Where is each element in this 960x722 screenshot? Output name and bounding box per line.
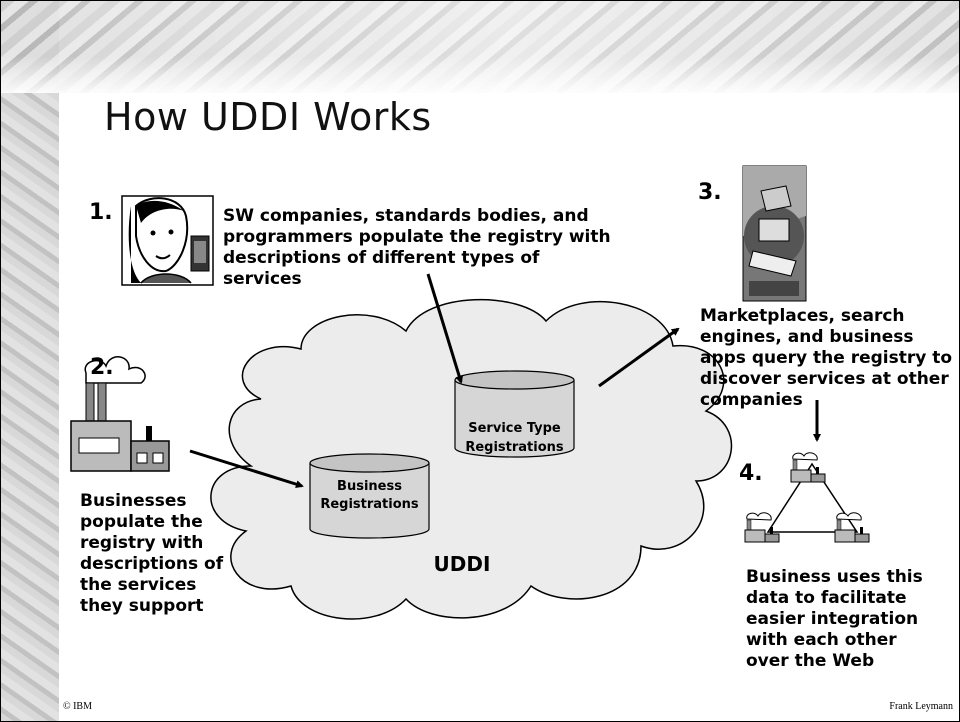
- step-3-number: 3.: [698, 180, 722, 205]
- arrow-step2-to-business-db: [189, 449, 304, 489]
- programmer-illustration-icon: [121, 195, 214, 286]
- network-node-right-icon: [834, 512, 870, 543]
- service-type-registrations-db: Service Type Registrations: [454, 370, 575, 458]
- step-1-number: 1.: [89, 200, 113, 225]
- service-type-label-2: Registrations: [465, 440, 564, 455]
- footer-copyright: © IBM: [63, 701, 92, 712]
- slide-title: How UDDI Works: [104, 95, 432, 139]
- uddi-cloud: [210, 298, 733, 620]
- arrow-step1-to-service-db: [426, 273, 464, 384]
- business-registrations-db: Business Registrations: [309, 453, 430, 539]
- service-type-label-1: Service Type: [468, 421, 561, 436]
- uddi-cloud-label: UDDI: [434, 552, 491, 576]
- step-4-text: Business uses this data to facilitate ea…: [746, 567, 923, 671]
- business-label-1: Business: [337, 479, 402, 494]
- step-3-text: Marketplaces, search engines, and busine…: [700, 306, 953, 410]
- marketplace-illustration-icon: [742, 165, 807, 302]
- factory-icon: [70, 356, 170, 472]
- network-node-top-icon: [790, 452, 826, 483]
- step-2-number: 2.: [90, 355, 114, 380]
- network-node-left-icon: [744, 512, 780, 543]
- business-label-2: Registrations: [320, 497, 419, 512]
- left-texture-band: [1, 1, 59, 721]
- step-4-number: 4.: [739, 461, 763, 486]
- banner-fade: [59, 1, 959, 93]
- business-network-icon: [744, 452, 870, 543]
- arrow-cloud-to-step3: [598, 327, 680, 388]
- footer-author: Frank Leymann: [889, 701, 953, 712]
- step-2-text: Businesses populate the registry with de…: [80, 491, 224, 616]
- step-1-text: SW companies, standards bodies, and prog…: [223, 206, 611, 289]
